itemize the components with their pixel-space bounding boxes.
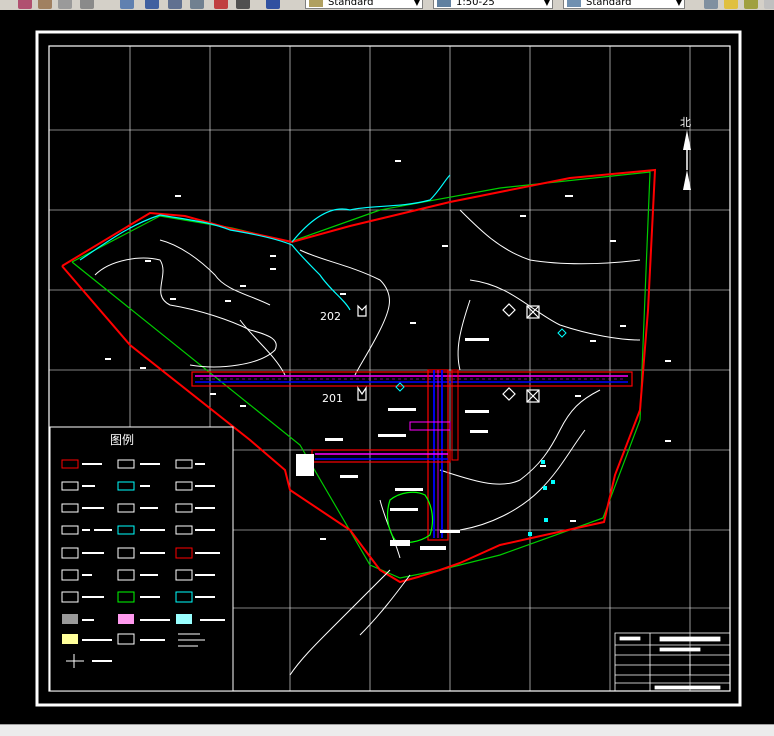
- annotation-marks: [300, 338, 489, 550]
- properties-icon[interactable]: [120, 0, 134, 9]
- chevron-down-icon: ▼: [543, 0, 550, 7]
- block-label-202: 202: [320, 310, 341, 323]
- chevron-down-icon: ▼: [675, 0, 682, 7]
- table-style-select[interactable]: Standard ▼: [563, 0, 685, 9]
- dim-style-icon: [437, 0, 451, 7]
- main-corridor: [191, 371, 633, 387]
- dim-style-select[interactable]: 1:50-25 ▼: [433, 0, 553, 9]
- calculator-icon[interactable]: [236, 0, 250, 9]
- legend-panel: 图例: [49, 426, 234, 692]
- chevron-down-icon: ▼: [413, 0, 420, 7]
- zoom-previous-icon[interactable]: [58, 0, 72, 9]
- block-label-201: 201: [322, 392, 343, 405]
- cyan-markers: [395, 328, 567, 536]
- zoom-window-icon[interactable]: [38, 0, 52, 9]
- text-style-select[interactable]: Standard ▼: [305, 0, 423, 9]
- design-center-icon[interactable]: [145, 0, 159, 9]
- tool-palette-icon[interactable]: [168, 0, 182, 9]
- drawing-frame: [48, 45, 731, 692]
- title-block: [614, 632, 731, 692]
- layer-state-icon[interactable]: [724, 0, 738, 9]
- drawing-canvas[interactable]: 202 201 北 图例: [0, 10, 774, 724]
- text-style-icon: [309, 0, 323, 7]
- direction-arrows: [357, 303, 540, 403]
- legend-title: 图例: [110, 433, 134, 447]
- markup-icon[interactable]: [214, 0, 228, 9]
- sheet-set-icon[interactable]: [190, 0, 204, 9]
- svg-text:北: 北: [680, 116, 691, 129]
- green-patch: [386, 491, 434, 544]
- branch-corridor: [296, 421, 451, 476]
- small-labels: [105, 160, 671, 540]
- river: [79, 174, 451, 311]
- status-bar: [0, 724, 774, 736]
- layer-previous-icon[interactable]: [744, 0, 758, 9]
- layer-color-icon[interactable]: [764, 0, 774, 9]
- site-boundary: [61, 168, 657, 584]
- zoom-extents-icon[interactable]: [80, 0, 94, 9]
- table-style-icon: [567, 0, 581, 7]
- help-icon[interactable]: [266, 0, 280, 9]
- north-arrow: 北: [680, 116, 691, 190]
- layers-icon[interactable]: [704, 0, 718, 9]
- paper-border: [35, 30, 742, 707]
- zoom-realtime-icon[interactable]: [18, 0, 32, 9]
